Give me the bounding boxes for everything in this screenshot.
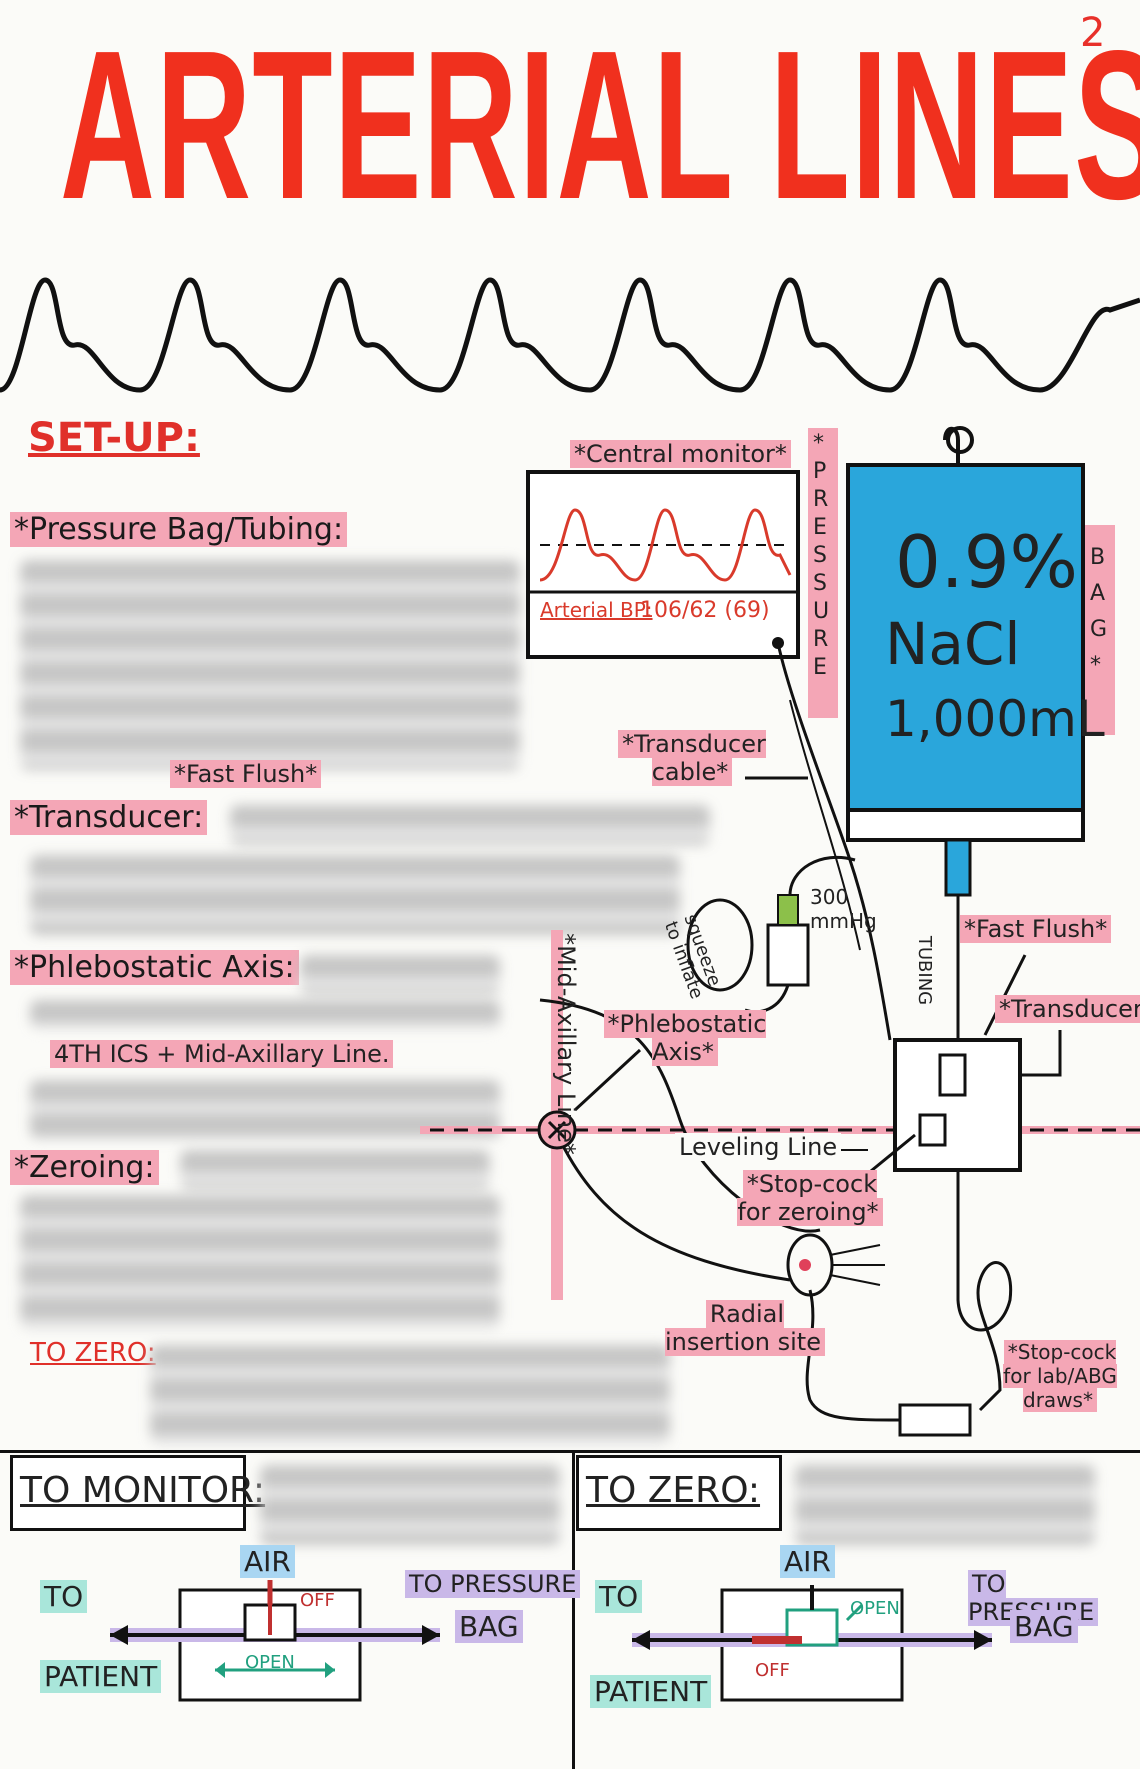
- phlebostatic-axis-label: *Phlebostatic Axis*: [600, 1010, 770, 1066]
- bag-volume: 1,000mL: [885, 690, 1105, 748]
- redacted-text: [20, 560, 520, 770]
- open-label-right: OPEN: [850, 1598, 900, 1619]
- stopcock-to-zero-diagram: [632, 1585, 992, 1702]
- off-label-right: OFF: [755, 1660, 790, 1681]
- fast-flush-note: *Fast Flush*: [170, 760, 322, 788]
- to-zero-box: [576, 1455, 782, 1531]
- phleb-detail-label: 4TH ICS + Mid-Axillary Line.: [50, 1040, 394, 1068]
- to-label-right: TO: [595, 1580, 643, 1613]
- zeroing-label: *Zeroing:: [10, 1150, 159, 1185]
- pressure-300-label: 300 mmHg: [810, 885, 877, 933]
- off-label-left: OFF: [300, 1590, 335, 1611]
- phlebostatic-heading: *Phlebostatic Axis:: [10, 950, 299, 985]
- bag-solution: NaCl: [885, 610, 1021, 678]
- redacted-text: [260, 1465, 560, 1545]
- patient-label-left: PATIENT: [40, 1660, 162, 1693]
- transducer-diagram-label: *Transducer*: [995, 995, 1140, 1023]
- bag-vertical-label: BAG*: [1090, 545, 1108, 678]
- phlebostatic-label: *Phlebostatic Axis:: [10, 950, 299, 985]
- bag-label-left: BAG: [455, 1610, 523, 1643]
- setup-heading: SET-UP:: [28, 415, 200, 461]
- to-pressure-label-left: TO PRESSURE: [405, 1570, 581, 1598]
- mid-axillary-label: *Mid-Axillary Line*: [551, 933, 580, 1155]
- central-monitor-label: *Central monitor*: [570, 440, 791, 468]
- bottom-divider: [0, 1450, 1140, 1453]
- to-label-left: TO: [40, 1580, 88, 1613]
- stopcock-lab-label: *Stop-cock for lab/ABG draws*: [1003, 1340, 1117, 1412]
- bag-label-right: BAG: [1010, 1610, 1078, 1643]
- redacted-text: [20, 1195, 500, 1330]
- fast-flush-label: *Fast Flush*: [960, 915, 1112, 943]
- to-zero-heading: TO ZERO:: [586, 1470, 761, 1511]
- redacted-text: [795, 1465, 1095, 1545]
- redacted-text: [30, 1000, 500, 1030]
- page-number: 2: [1080, 10, 1106, 56]
- stopcock-to-monitor-diagram: [110, 1580, 440, 1702]
- redacted-text: [180, 1150, 490, 1190]
- redacted-text: [230, 805, 710, 845]
- tubing-label: TUBING: [914, 935, 936, 1006]
- bottom-vertical-divider: [572, 1450, 575, 1769]
- stopcock-zero-label: *Stop-cock for zeroing*: [725, 1170, 895, 1226]
- redacted-text: [30, 855, 680, 935]
- leveling-line-label: Leveling Line: [675, 1133, 842, 1161]
- radial-insertion-label: Radial insertion site: [660, 1300, 830, 1356]
- to-monitor-box: [10, 1455, 246, 1531]
- redacted-text: [150, 1345, 670, 1445]
- art-bp-label: Arterial BP:: [540, 598, 653, 622]
- arterial-waveform-banner: [0, 277, 1140, 393]
- pressure-vertical-label: *PRESSURE: [813, 431, 830, 680]
- transducer-label: *Transducer:: [10, 800, 208, 835]
- patient-label-right: PATIENT: [590, 1675, 712, 1708]
- fast-flush-note-label: *Fast Flush*: [170, 760, 322, 788]
- redacted-text: [300, 955, 500, 995]
- arterial-line-diagram: [420, 426, 1140, 1437]
- pressure-bag-label: *Pressure Bag/Tubing:: [10, 512, 348, 547]
- to-monitor-heading: TO MONITOR:: [20, 1470, 266, 1511]
- transducer-cable-label: *Transducer cable*: [612, 730, 772, 786]
- transducer-heading: *Transducer:: [10, 800, 208, 835]
- bag-concentration: 0.9%: [895, 520, 1078, 604]
- open-label-left: OPEN: [245, 1652, 295, 1673]
- pressure-bag-heading: *Pressure Bag/Tubing:: [10, 512, 348, 547]
- phlebostatic-detail: 4TH ICS + Mid-Axillary Line.: [50, 1040, 394, 1068]
- zeroing-heading: *Zeroing:: [10, 1150, 159, 1185]
- to-zero-note: TO ZERO:: [30, 1338, 156, 1368]
- air-label-right: AIR: [780, 1545, 835, 1578]
- air-label-left: AIR: [240, 1545, 295, 1578]
- art-bp-value: 106/62 (69): [640, 598, 770, 623]
